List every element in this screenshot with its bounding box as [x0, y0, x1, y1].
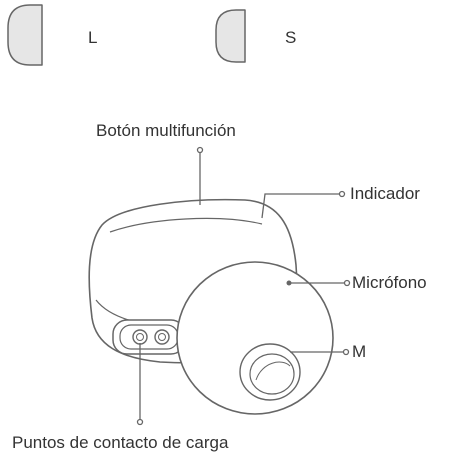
indicator-label: Indicador — [350, 184, 420, 203]
ear-tip-small — [215, 9, 246, 63]
leader-lines — [136, 146, 351, 426]
ear-tip-small-label: S — [285, 28, 297, 47]
ear-tip-large-label: L — [88, 28, 98, 47]
medium-tip-label: M — [352, 342, 367, 361]
multifunction-button-label: Botón multifunción — [96, 121, 236, 140]
charging-contacts-label: Puntos de contacto de carga — [12, 433, 229, 452]
charging-contacts — [112, 319, 186, 355]
microphone-label: Micrófono — [352, 273, 427, 292]
ear-tip-medium — [176, 261, 334, 415]
ear-tip-large — [7, 4, 43, 66]
